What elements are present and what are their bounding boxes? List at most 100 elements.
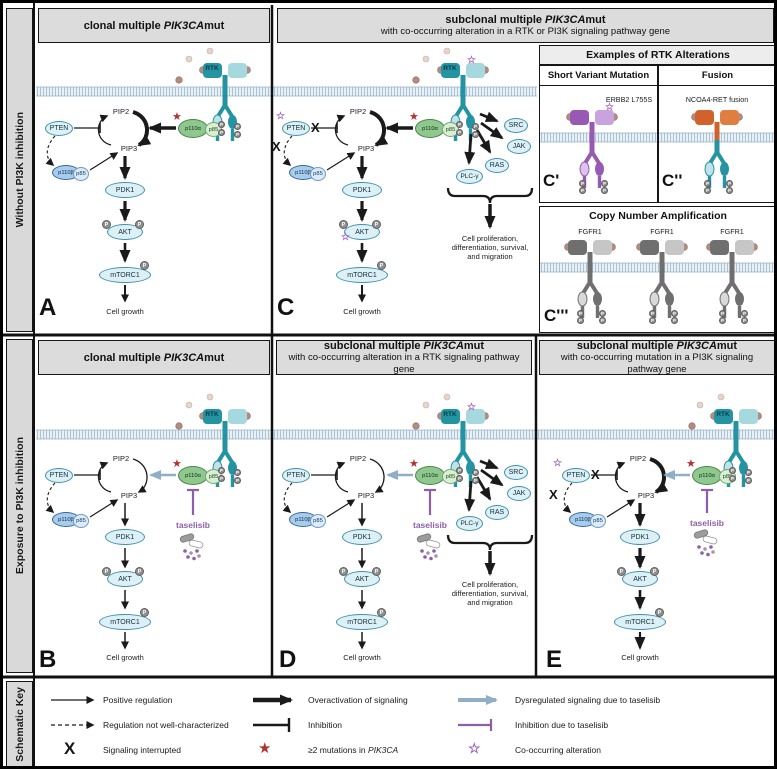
- phospho-badge: P: [741, 310, 748, 317]
- pdk1-node: PDK1: [105, 182, 145, 198]
- cooccurring-star-icon: ☆: [467, 55, 476, 66]
- phospho-badge: P: [234, 131, 241, 138]
- rtk-label: RTK: [716, 411, 730, 418]
- phospho-badge: P: [704, 187, 711, 194]
- phospho-badge: P: [671, 317, 678, 324]
- copy-number-header: Copy Number Amplification: [589, 210, 727, 222]
- key-overactivation: Overactivation of signaling: [308, 695, 408, 705]
- p110a-node: p110α: [415, 466, 445, 485]
- fgfr1-label: FGFR1: [650, 227, 674, 236]
- key-taselisib-inhibition: Inhibition due to taselisib: [515, 720, 609, 730]
- row-label-text: Schematic Key: [13, 686, 26, 762]
- cell-growth-label: Cell growth: [343, 653, 381, 662]
- ras-node: RAS: [485, 505, 509, 520]
- x-mark-icon: X: [549, 487, 558, 502]
- fgfr1-label: FGFR1: [578, 227, 602, 236]
- phospho-badge: P: [456, 475, 463, 482]
- pip2-label: PIP2: [112, 107, 130, 116]
- p85-node: p85: [73, 514, 89, 528]
- pten-node: PTEN: [282, 121, 310, 136]
- pip3-label: PIP3: [120, 144, 138, 153]
- row-label-text: Without PI3K inhibition: [13, 112, 26, 228]
- cooccurring-star-icon: ☆: [553, 458, 562, 469]
- panel-c-title: subclonal multiple PIK3CAmut: [445, 13, 606, 26]
- phospho-badge: P: [649, 317, 656, 324]
- phospho-badge: P: [472, 477, 479, 484]
- panel-b-title: clonal multiple PIK3CAmut: [83, 351, 225, 364]
- panel-d-title: subclonal multiple PIK3CAmut: [323, 340, 485, 353]
- ligand-dots: [175, 47, 725, 430]
- akt-node: AKT: [344, 224, 380, 240]
- phospho-badge: P: [377, 608, 386, 617]
- panel-a-arrows: [45, 110, 176, 303]
- pdk1-node: PDK1: [342, 529, 382, 545]
- pten-node: PTEN: [562, 468, 590, 483]
- phospho-badge: P: [234, 477, 241, 484]
- phospho-badge: P: [729, 467, 736, 474]
- p110a-node: p110α: [178, 466, 208, 485]
- x-mark-icon: X: [311, 120, 320, 135]
- phospho-badge: P: [472, 131, 479, 138]
- phospho-badge: P: [372, 567, 381, 576]
- pip2-label: PIP2: [349, 454, 367, 463]
- mtorc1-node: mTORC1: [614, 614, 666, 630]
- panel-b-arrows: [45, 458, 199, 650]
- cooccurring-star-icon: ☆: [276, 111, 285, 122]
- copy-number-box: [539, 206, 774, 333]
- akt-node: AKT: [107, 224, 143, 240]
- phospho-badge: P: [719, 310, 726, 317]
- taselisib-label: taselisib: [689, 518, 725, 528]
- pip3-label: PIP3: [357, 491, 375, 500]
- fusion-label: NCOA4-RET fusion: [685, 95, 749, 104]
- panel-e-title: subclonal multiple PIK3CAmut: [576, 340, 738, 353]
- pten-node: PTEN: [45, 121, 73, 136]
- x-mark-icon: X: [272, 139, 281, 154]
- cell-growth-label: Cell growth: [621, 653, 659, 662]
- fgfr1-label: FGFR1: [720, 227, 744, 236]
- phospho-badge: P: [218, 475, 225, 482]
- phospho-badge: P: [617, 567, 626, 576]
- phospho-badge: P: [140, 261, 149, 270]
- proliferation-line: differentiation, survival,: [451, 243, 529, 252]
- row-label-without-pi3k-inhibition: Without PI3K inhibition: [6, 8, 33, 332]
- plc-gamma-node: PLC-γ: [456, 516, 483, 531]
- cell-growth-label: Cell growth: [343, 307, 381, 316]
- proliferation-line: differentiation, survival,: [451, 589, 529, 598]
- phospho-badge: P: [601, 180, 608, 187]
- pdk1-node: PDK1: [105, 529, 145, 545]
- proliferation-text: Cell proliferation, differentiation, sur…: [435, 580, 545, 607]
- mtorc1-node: mTORC1: [99, 614, 151, 630]
- rtk-label: RTK: [205, 65, 219, 72]
- akt-node: AKT: [344, 571, 380, 587]
- phospho-badge: P: [577, 310, 584, 317]
- pip3-label: PIP3: [357, 144, 375, 153]
- phospho-badge: P: [704, 180, 711, 187]
- panel-label-b: B: [39, 646, 57, 673]
- rtk-label: RTK: [205, 411, 219, 418]
- panel-a-header: clonal multiple PIK3CAmut: [38, 8, 270, 43]
- panel-d-header: subclonal multiple PIK3CAmut with co-occ…: [276, 340, 532, 375]
- key-cooccurring: Co-occurring alteration: [515, 745, 601, 755]
- phospho-badge: P: [135, 567, 144, 576]
- ras-node: RAS: [485, 158, 509, 173]
- phospho-badge: P: [377, 261, 386, 270]
- phospho-badge: P: [745, 469, 752, 476]
- jak-node: JAK: [507, 486, 531, 501]
- panel-a-title: clonal multiple PIK3CAmut: [83, 19, 225, 32]
- key-inhibition: Inhibition: [308, 720, 343, 730]
- pten-node: PTEN: [45, 468, 73, 483]
- phospho-badge: P: [456, 129, 463, 136]
- phospho-badge: P: [726, 187, 733, 194]
- phospho-badge: P: [729, 475, 736, 482]
- panel-label-c: C: [277, 294, 295, 321]
- pip3-label: PIP3: [637, 491, 655, 500]
- phospho-badge: P: [577, 317, 584, 324]
- phospho-badge: P: [601, 187, 608, 194]
- phospho-badge: P: [339, 567, 348, 576]
- phospho-badge: P: [579, 180, 586, 187]
- phospho-badge: P: [234, 123, 241, 130]
- panel-label-c-prime: C': [543, 171, 560, 190]
- panel-c-subtitle: with co-occurring alteration in a RTK or…: [380, 25, 671, 37]
- pik3ca-mutation-star-icon: ★: [409, 111, 419, 123]
- panel-label-d: D: [279, 646, 297, 673]
